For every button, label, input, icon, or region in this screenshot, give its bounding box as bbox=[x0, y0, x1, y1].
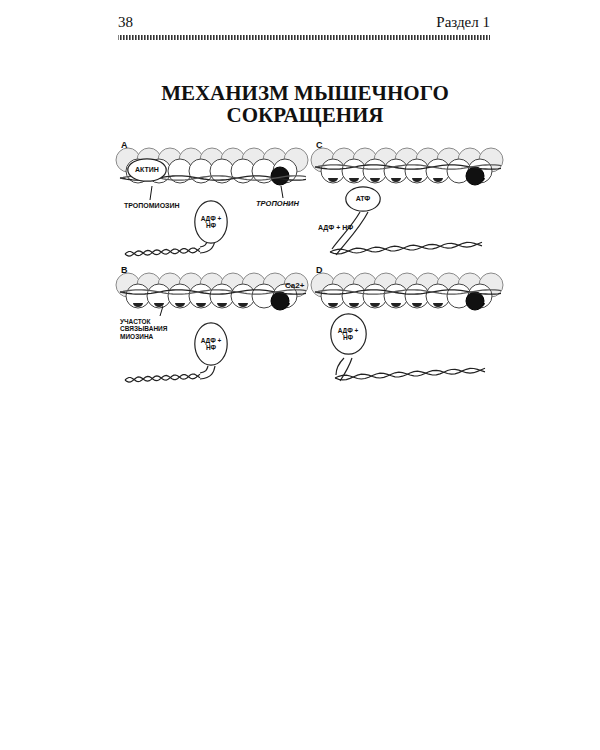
section-name: Раздел 1 bbox=[418, 14, 490, 31]
leader-line bbox=[150, 186, 152, 200]
ellipse-outline bbox=[346, 187, 380, 211]
part-label: ТРОПОНИН bbox=[256, 200, 299, 209]
node-text: АКТИН bbox=[135, 166, 159, 174]
node-text: АДФ + НФ bbox=[336, 327, 360, 341]
part-label: АДФ + НФ bbox=[318, 224, 353, 232]
myosin-tail bbox=[125, 374, 200, 382]
actin-sphere bbox=[426, 284, 450, 308]
actin-sphere bbox=[405, 284, 429, 308]
myosin-binding-site bbox=[370, 178, 380, 182]
panel-letter: D bbox=[316, 265, 323, 275]
myosin-binding-site bbox=[391, 303, 401, 307]
part-label: УЧАСТОК СВЯЗЫВАНИЯ МИОЗИНА bbox=[120, 318, 198, 340]
ellipse-outline bbox=[128, 159, 166, 181]
actin-sphere bbox=[363, 284, 387, 308]
node-text: АДФ + НФ bbox=[200, 215, 222, 229]
tropomyosin-strand bbox=[120, 290, 306, 294]
title: МЕХАНИЗМ МЫШЕЧНОГО СОКРАЩЕНИЯ bbox=[140, 82, 470, 126]
actin-sphere bbox=[189, 284, 213, 308]
actin-sphere bbox=[384, 159, 408, 183]
troponin-complex bbox=[466, 167, 484, 185]
myosin-tail bbox=[330, 242, 482, 254]
myosin-binding-site bbox=[328, 178, 338, 182]
ellipse-outline bbox=[195, 201, 227, 243]
actin-sphere bbox=[168, 284, 192, 308]
tropomyosin-strand bbox=[120, 290, 306, 294]
ellipse-outline bbox=[330, 314, 365, 354]
tropomyosin-strand bbox=[315, 290, 501, 294]
tropomyosin-strand bbox=[315, 165, 501, 169]
myosin-tail bbox=[125, 374, 200, 382]
node-text: АТФ bbox=[356, 195, 371, 203]
myosin-tail bbox=[125, 248, 200, 256]
myosin-binding-site bbox=[238, 303, 248, 307]
myosin-neck bbox=[332, 212, 368, 255]
myosin-head: АДФ + НФ bbox=[194, 200, 228, 244]
node-text: АДФ + НФ bbox=[200, 337, 222, 351]
myosin-binding-site bbox=[433, 178, 443, 182]
myosin-tail bbox=[335, 368, 485, 380]
troponin-complex bbox=[271, 292, 289, 310]
actin-sphere bbox=[405, 159, 429, 183]
header-rule bbox=[118, 35, 490, 40]
myosin-head: АДФ + НФ bbox=[330, 313, 367, 355]
myosin-binding-site bbox=[175, 303, 185, 307]
myosin-binding-site bbox=[412, 178, 422, 182]
myosin-tail bbox=[335, 368, 485, 379]
myosin-binding-site bbox=[391, 178, 401, 182]
myosin-head: АТФ bbox=[345, 186, 381, 212]
myosin-binding-site bbox=[328, 303, 338, 307]
actin-label-sphere: АКТИН bbox=[127, 158, 167, 182]
myosin-binding-site bbox=[133, 303, 143, 307]
ellipse-outline bbox=[195, 323, 227, 365]
actin-sphere bbox=[210, 284, 234, 308]
myosin-binding-site bbox=[349, 178, 359, 182]
ion-label: Ca2+ bbox=[285, 281, 304, 290]
actin-sphere bbox=[321, 159, 345, 183]
panel-letter: C bbox=[316, 140, 323, 150]
myosin-binding-site bbox=[217, 303, 227, 307]
actin-sphere bbox=[126, 284, 150, 308]
actin-sphere bbox=[231, 284, 255, 308]
myosin-binding-site bbox=[349, 303, 359, 307]
myosin-binding-site bbox=[196, 303, 206, 307]
part-label: ТРОПОМИОЗИН bbox=[124, 202, 180, 210]
myosin-neck bbox=[200, 366, 215, 379]
myosin-binding-site bbox=[433, 303, 443, 307]
actin-sphere bbox=[384, 284, 408, 308]
tropomyosin-strand bbox=[315, 290, 501, 294]
actin-sphere bbox=[342, 159, 366, 183]
myosin-head: АДФ + НФ bbox=[194, 322, 228, 366]
panel-letter: B bbox=[121, 265, 128, 275]
myosin-tail bbox=[330, 242, 482, 253]
actin-sphere bbox=[147, 284, 171, 308]
myosin-binding-site bbox=[370, 303, 380, 307]
myosin-binding-site bbox=[412, 303, 422, 307]
actin-sphere bbox=[321, 284, 345, 308]
panel-letter: A bbox=[121, 140, 128, 150]
myosin-tail bbox=[125, 248, 200, 256]
troponin-complex bbox=[466, 292, 484, 310]
leader-line bbox=[281, 186, 283, 198]
actin-sphere bbox=[363, 159, 387, 183]
actin-sphere bbox=[342, 284, 366, 308]
myosin-neck bbox=[336, 358, 352, 381]
leader-line bbox=[160, 306, 163, 316]
tropomyosin-strand bbox=[315, 165, 501, 169]
page-number: 38 bbox=[118, 14, 133, 31]
actin-sphere bbox=[426, 159, 450, 183]
